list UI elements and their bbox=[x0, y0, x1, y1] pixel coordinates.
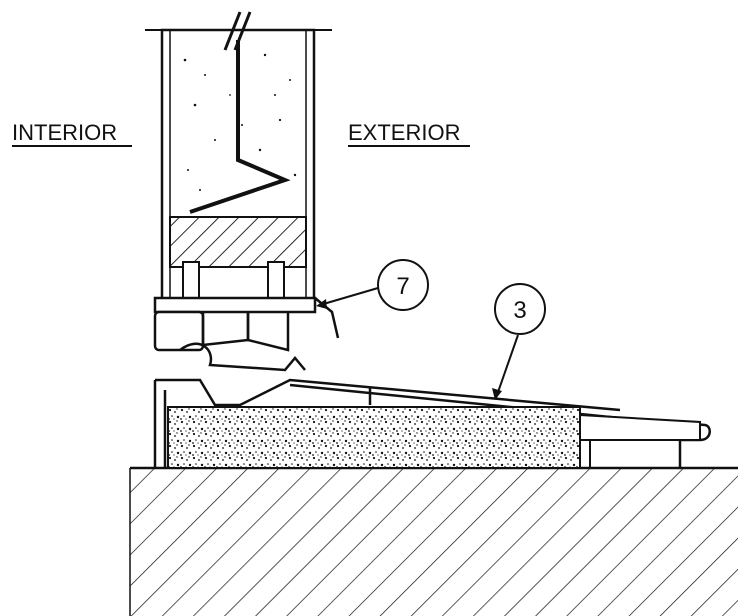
callout-7-number: 7 bbox=[396, 273, 409, 300]
callout-3: 3 bbox=[492, 283, 546, 400]
glazing-unit bbox=[145, 11, 332, 302]
concrete-substrate bbox=[129, 466, 738, 616]
foam-insulation bbox=[167, 406, 581, 469]
exterior-label: EXTERIOR bbox=[348, 120, 460, 145]
callout-3-number: 3 bbox=[513, 297, 526, 324]
interior-label: INTERIOR bbox=[12, 120, 117, 145]
callout-7: 7 bbox=[316, 259, 429, 311]
